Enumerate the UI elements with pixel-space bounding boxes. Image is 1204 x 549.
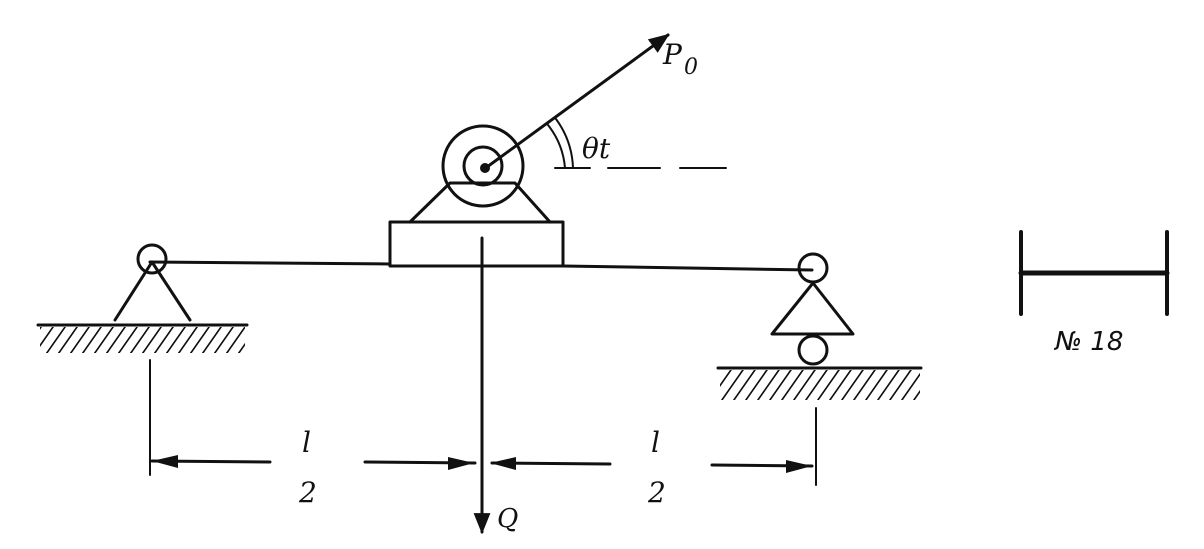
left-half-span-label: l 2 — [298, 426, 317, 509]
angle-arc — [547, 118, 574, 169]
beam — [148, 260, 814, 272]
right-half-span-label: l 2 — [647, 426, 666, 509]
left-ground — [36, 323, 249, 353]
angle-label: θt — [582, 132, 611, 165]
section-label: № 18 — [1053, 327, 1123, 357]
right-ground — [716, 366, 923, 400]
load-q-label: Q — [497, 504, 518, 534]
fraction-denominator: 2 — [647, 476, 666, 509]
i-beam-section-icon — [1018, 230, 1170, 316]
force-label: P — [662, 38, 683, 71]
fraction-denominator: 2 — [298, 476, 317, 509]
dimension-extension-lines — [149, 359, 817, 486]
force-p0-arrow — [485, 33, 670, 169]
pin-support-icon — [113, 243, 192, 322]
roller-support-icon — [770, 252, 855, 366]
force-p0-label: P 0 — [662, 38, 698, 80]
motor-icon — [441, 124, 525, 208]
dimension-line — [150, 455, 814, 473]
fraction-numerator: l — [651, 426, 660, 459]
fraction-numerator: l — [302, 426, 311, 459]
motor-base — [388, 220, 565, 268]
motor-mount — [408, 181, 552, 224]
force-subscript: 0 — [684, 55, 698, 80]
